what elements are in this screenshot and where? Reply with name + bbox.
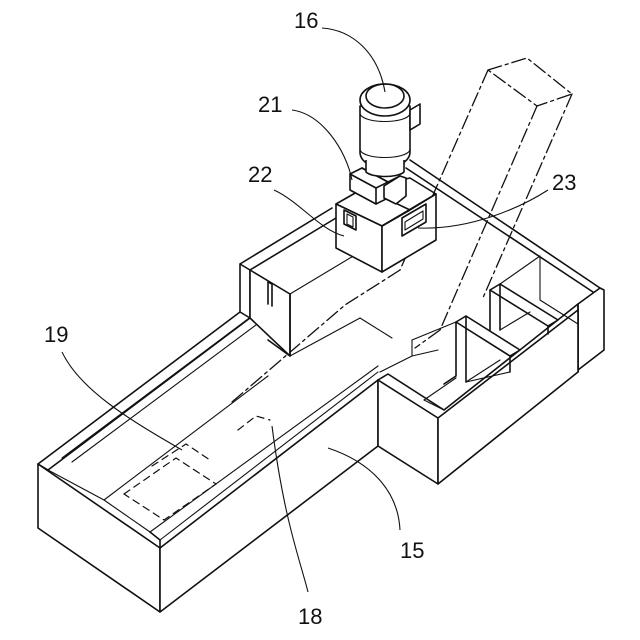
motor: [360, 84, 420, 177]
ref-label-18: 18: [298, 604, 322, 629]
ref-label-21: 21: [258, 92, 282, 117]
ref-label-19: 19: [44, 322, 68, 347]
ref-label-16: 16: [294, 8, 318, 33]
leader-lines: [62, 28, 548, 592]
tank-main-body: [38, 208, 378, 612]
ref-label-23: 23: [552, 170, 576, 195]
ref-label-22: 22: [248, 162, 272, 187]
ref-label-15: 15: [400, 538, 424, 563]
